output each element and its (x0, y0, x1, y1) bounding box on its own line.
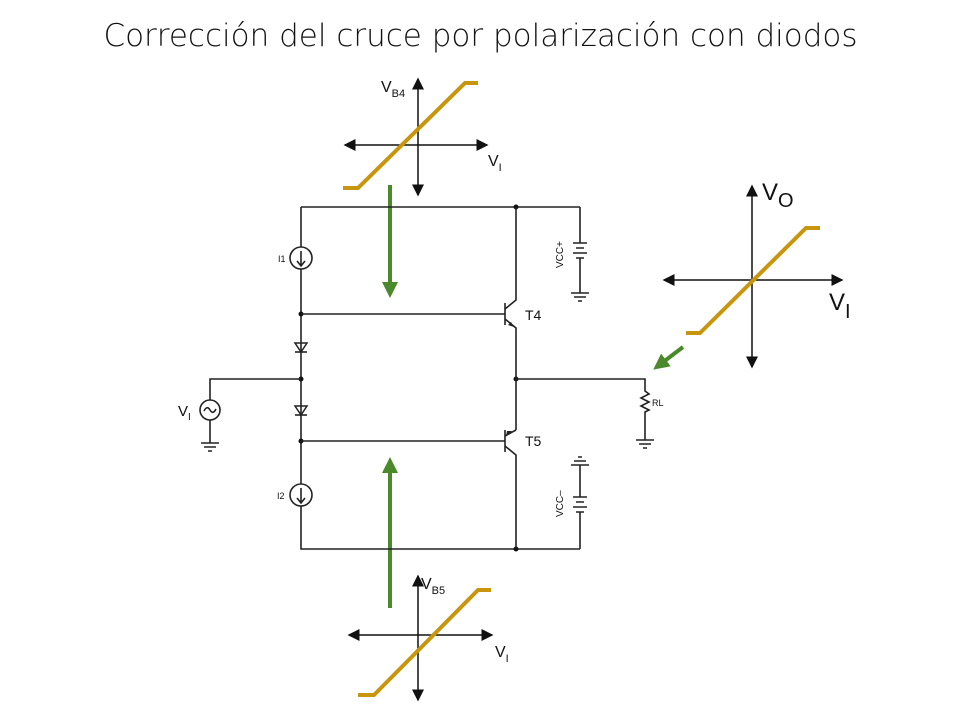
y-axis-label: VO (762, 179, 794, 212)
graph-vo: VO VI (662, 179, 851, 369)
arrow-down-icon (296, 488, 306, 505)
diode-d1 (293, 342, 309, 354)
signal-source-vi: VI (178, 378, 301, 452)
transfer-curve (686, 226, 820, 335)
circuit: I1 I2 T4 (178, 204, 664, 552)
vi-label: VI (178, 403, 191, 423)
rl-label: RL (652, 398, 664, 408)
battery-vcc-neg: VCC– (555, 456, 589, 549)
current-source-i2 (289, 483, 313, 507)
diode-d2 (293, 405, 309, 417)
graph-vb4: VB4 VI (343, 77, 502, 197)
battery-vcc-pos: VCC+ (555, 207, 589, 302)
i1-label: I1 (278, 254, 286, 264)
vcc-pos-label: VCC+ (555, 241, 566, 268)
load-resistor-rl: RL (516, 378, 664, 449)
transfer-curve (343, 81, 478, 190)
junction-dots (298, 204, 519, 552)
y-axis-label: VB5 (421, 576, 445, 597)
arrow-down-icon (296, 251, 306, 268)
wires-left (300, 206, 580, 550)
arrow-to-load (653, 345, 685, 370)
transfer-curve (358, 588, 491, 697)
graph-vb5: VB5 VI (347, 574, 509, 702)
t5-label: T5 (525, 433, 542, 449)
vcc-neg-label: VCC– (555, 490, 566, 517)
current-source-i1 (289, 246, 313, 270)
y-axis-label: VB4 (381, 79, 405, 100)
x-axis-label: VI (495, 644, 509, 665)
i2-label: I2 (277, 491, 285, 501)
sine-wave-icon (203, 406, 217, 414)
base-wires (301, 313, 505, 442)
x-axis-label: VI (488, 153, 502, 174)
transistor-t4: T4 (504, 207, 542, 430)
transistor-t5: T5 (504, 429, 542, 549)
x-axis-label: VI (829, 289, 851, 323)
slide-title: Corrección del cruce por polarización co… (103, 18, 858, 54)
t4-label: T4 (525, 307, 542, 323)
